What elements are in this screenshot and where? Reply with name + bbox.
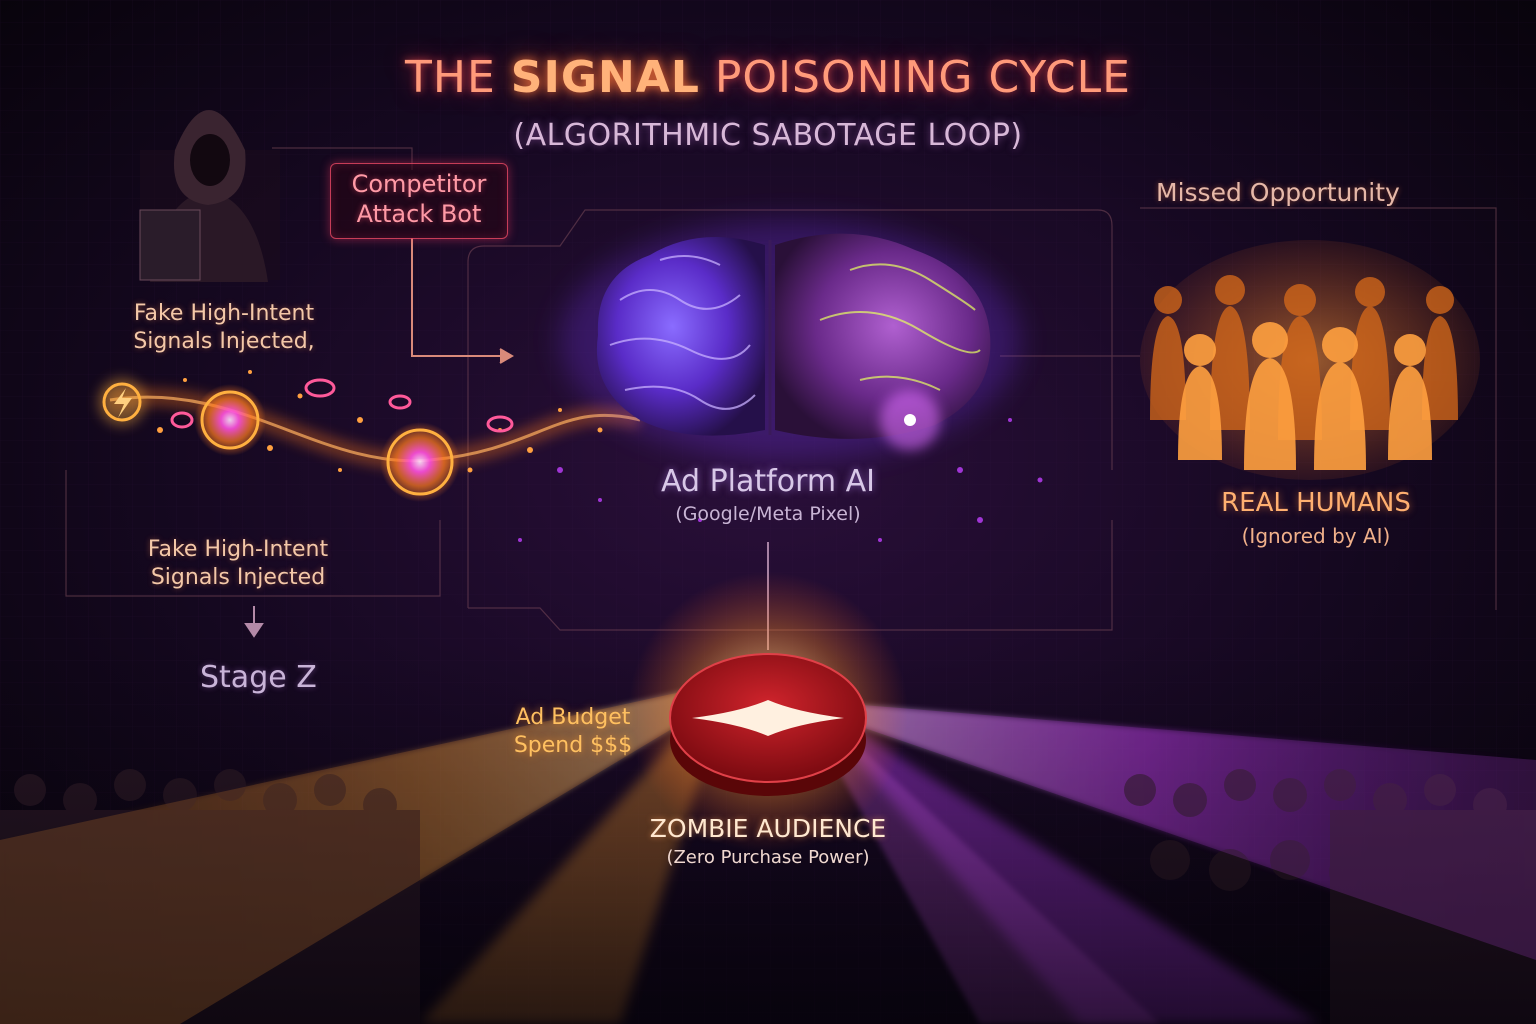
bot-label-line2: Attack Bot bbox=[356, 200, 482, 228]
fake-signals-label-bottom: Fake High-Intent Signals Injected bbox=[120, 536, 356, 592]
signal-orb bbox=[380, 422, 460, 502]
fake-signals-top-line1: Fake High-Intent bbox=[133, 301, 315, 326]
hooded-hacker-icon bbox=[139, 110, 280, 282]
circuit-frame bbox=[65, 147, 1497, 631]
brain-icon bbox=[518, 220, 1043, 542]
title-suffix: POISONING CYCLE bbox=[699, 52, 1131, 103]
ad-budget-label: Ad Budget Spend $$$ bbox=[488, 704, 658, 760]
ai-name: Ad Platform AI bbox=[661, 464, 875, 499]
zombie-audience-label: ZOMBIE AUDIENCE (Zero Purchase Power) bbox=[600, 814, 936, 868]
ai-detail: (Google/Meta Pixel) bbox=[675, 503, 861, 525]
ai-label: Ad Platform AI (Google/Meta Pixel) bbox=[608, 464, 928, 525]
fake-signals-bottom-line2: Signals Injected bbox=[150, 565, 326, 590]
diagram-subtitle: (ALGORITHMIC SABOTAGE LOOP) bbox=[513, 118, 1023, 153]
fake-signals-label-top: Fake High-Intent Signals Injected, bbox=[104, 300, 344, 356]
attack-connector-arrow bbox=[411, 238, 514, 364]
title-highlight: SIGNAL bbox=[510, 52, 700, 103]
signal-orb bbox=[194, 384, 266, 456]
real-humans-detail: (Ignored by AI) bbox=[1241, 524, 1391, 548]
real-humans-crowd bbox=[1140, 240, 1480, 480]
zombie-name: ZOMBIE AUDIENCE bbox=[649, 814, 887, 843]
real-humans-name: REAL HUMANS bbox=[1221, 488, 1411, 518]
red-star-logo-icon bbox=[628, 572, 908, 852]
real-humans-label: REAL HUMANS (Ignored by AI) bbox=[1186, 488, 1446, 548]
ad-budget-line2: Spend $$$ bbox=[513, 733, 633, 758]
ad-budget-line1: Ad Budget bbox=[515, 705, 631, 730]
stage-down-arrow bbox=[244, 606, 264, 638]
competitor-attack-bot-box: Competitor Attack Bot bbox=[330, 163, 508, 239]
fake-signals-bottom-line1: Fake High-Intent bbox=[147, 537, 329, 562]
stage-label: Stage Z bbox=[200, 660, 317, 695]
fake-signals-top-line2: Signals Injected, bbox=[133, 329, 315, 354]
title-prefix: THE bbox=[405, 52, 511, 103]
diagram-title: THE SIGNAL POISONING CYCLE bbox=[0, 52, 1536, 103]
zombie-detail: (Zero Purchase Power) bbox=[666, 847, 870, 868]
bot-label-line1: Competitor bbox=[351, 170, 487, 198]
missed-opportunity-label: Missed Opportunity bbox=[1156, 178, 1400, 207]
lightning-bolt-icon bbox=[98, 378, 146, 426]
